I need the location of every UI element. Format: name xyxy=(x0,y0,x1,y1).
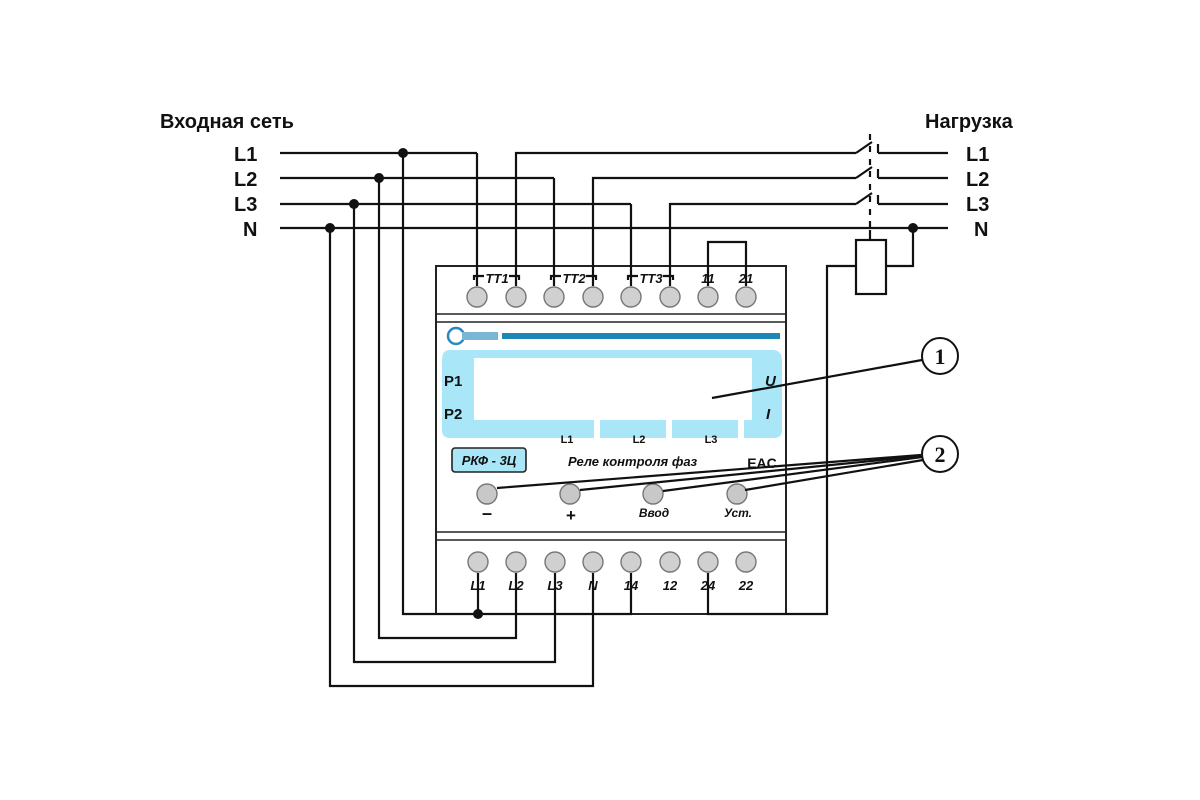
contactor xyxy=(854,134,948,296)
terminal-tt3-a xyxy=(620,286,642,308)
lcd-phase-l2: L2 xyxy=(633,434,646,446)
callout-1: 1 xyxy=(711,337,959,400)
model-label: РКФ - 3Ц xyxy=(462,453,517,468)
brand-logo-text xyxy=(462,332,498,340)
wire-supply-l2 xyxy=(377,178,518,640)
terminal-l2 xyxy=(505,551,527,573)
input-net-title: Входная сеть xyxy=(160,111,294,133)
terminal-tt1-b xyxy=(505,286,527,308)
wire-load-l2 xyxy=(591,176,856,286)
wiring xyxy=(280,134,948,688)
input-line-n: N xyxy=(243,219,257,241)
lcd-phase-l3: L3 xyxy=(705,434,718,446)
load-title: Нагрузка xyxy=(925,111,1014,133)
device-housing xyxy=(435,265,787,615)
terminal-n xyxy=(582,551,604,573)
wire-supply-l3 xyxy=(352,204,557,664)
callout-1-number: 1 xyxy=(935,344,946,369)
terminal-11 xyxy=(697,286,719,308)
wire-load-l1 xyxy=(514,151,856,286)
junction-dot xyxy=(374,173,384,183)
lcd-label-i: I xyxy=(766,406,771,423)
terminal-tt1-a xyxy=(466,286,488,308)
wire-supply-n xyxy=(328,228,595,688)
top-terminal-block: TT1 TT2 TT3 11 21 xyxy=(466,271,757,308)
minus-button-label: – xyxy=(482,503,492,523)
junction-dot xyxy=(325,223,335,233)
brand-bar xyxy=(502,333,780,339)
set-button-label: Уст. xyxy=(724,506,752,520)
model-badge xyxy=(451,447,527,473)
junction-dot xyxy=(473,609,483,619)
callout-2: 2 xyxy=(496,435,959,493)
label-tt2: TT2 xyxy=(562,271,586,286)
terminal-21 xyxy=(735,286,757,308)
lcd-window xyxy=(474,358,752,420)
input-line-l1: L1 xyxy=(234,144,257,166)
terminal-l1 xyxy=(467,551,489,573)
load-line-l1: L1 xyxy=(966,144,989,166)
terminal-22 xyxy=(735,551,757,573)
lcd-label-p2: P2 xyxy=(444,406,462,423)
enter-button[interactable] xyxy=(642,483,664,505)
terminal-14 xyxy=(620,551,642,573)
relay-device: P1 P2 U I L1 L2 L3 РКФ - 3Ц Реле контрол… xyxy=(435,265,787,615)
load-line-l2: L2 xyxy=(966,169,989,191)
junction-dot xyxy=(398,148,408,158)
lcd-label-p1: P1 xyxy=(444,373,462,390)
wire-load-l3 xyxy=(668,202,856,286)
terminal-l3 xyxy=(544,551,566,573)
plus-button[interactable] xyxy=(559,483,581,505)
terminal-tt2-b xyxy=(582,286,604,308)
junction-dot xyxy=(908,223,918,233)
terminal-tt3-b xyxy=(659,286,681,308)
enter-button-label: Ввод xyxy=(639,506,669,520)
minus-button[interactable] xyxy=(476,483,498,505)
label-bottom-22: 22 xyxy=(738,578,754,593)
contactor-coil xyxy=(854,238,888,296)
junction-dot xyxy=(349,199,359,209)
input-line-l3: L3 xyxy=(234,194,257,216)
terminal-tt2-a xyxy=(543,286,565,308)
load-line-n: N xyxy=(974,219,988,241)
lcd-phase-l1: L1 xyxy=(561,434,574,446)
label-tt1: TT1 xyxy=(485,271,508,286)
label-tt3: TT3 xyxy=(639,271,663,286)
plus-button-label: + xyxy=(566,506,576,525)
terminal-12 xyxy=(659,551,681,573)
callout-2-number: 2 xyxy=(935,442,946,467)
terminal-24 xyxy=(697,551,719,573)
label-bottom-12: 12 xyxy=(663,578,678,593)
jumper-11-21 xyxy=(706,240,748,286)
input-line-l2: L2 xyxy=(234,169,257,191)
set-button[interactable] xyxy=(726,483,748,505)
load-line-l3: L3 xyxy=(966,194,989,216)
device-name: Реле контроля фаз xyxy=(568,454,698,469)
wire-coil-to-24 xyxy=(706,264,856,616)
